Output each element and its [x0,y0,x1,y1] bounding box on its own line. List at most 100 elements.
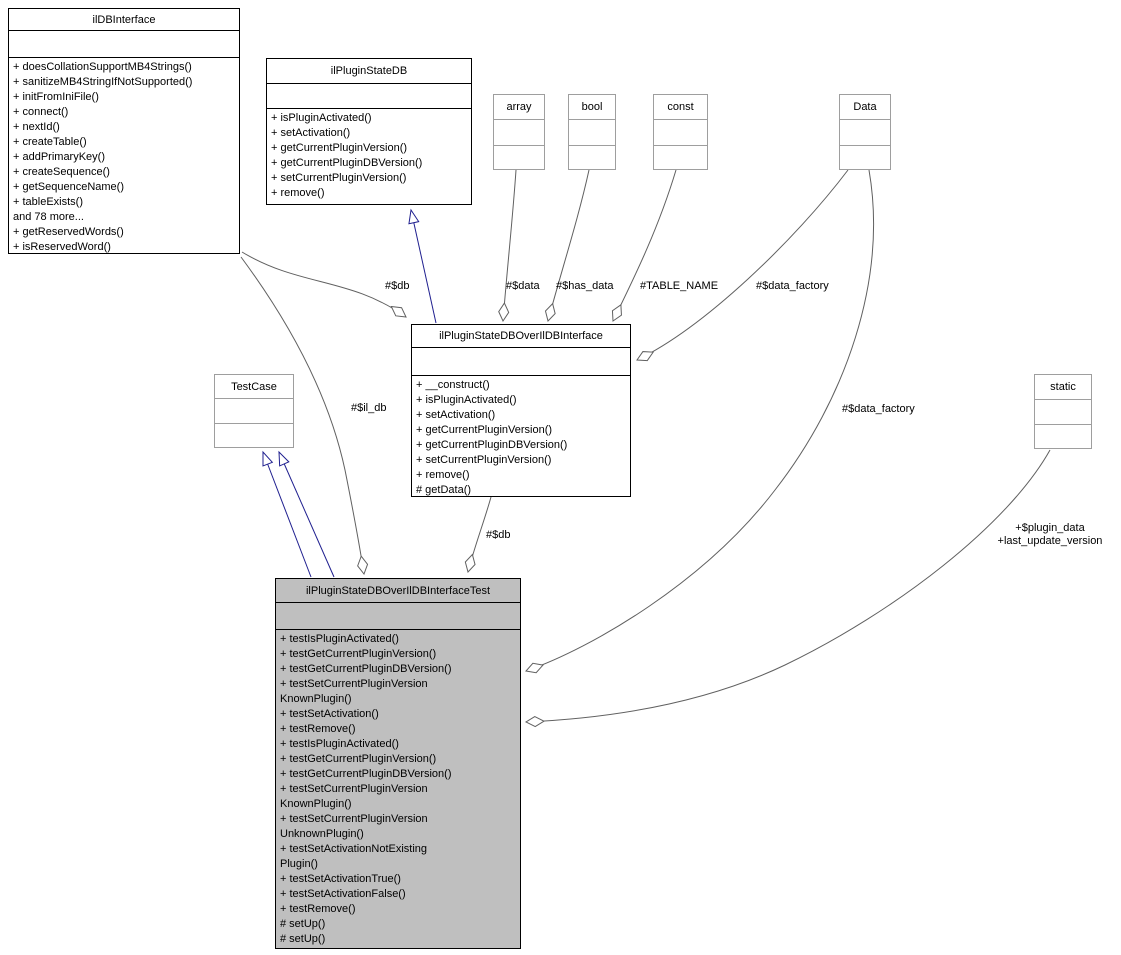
edge-label-table-name: #TABLE_NAME [640,280,719,292]
edge-const-to-interface-tablename [611,169,677,322]
method-line: + testSetActivationTrue() [280,873,401,885]
class-ilpluginstatedb-title: ilPluginStateDB [267,59,471,84]
method-line: + createTable() [13,136,87,148]
edge-label-plugin-data: +$plugin_data +last_update_version [985,522,1115,548]
class-const-attrs [654,120,707,146]
edge-label-db-bottom: #$db [486,529,511,541]
method-line: + testGetCurrentPluginDBVersion() [280,768,452,780]
method-line: + connect() [13,106,69,118]
class-array-attrs [494,120,544,146]
class-bool-methods [569,146,615,171]
edge-data-to-test-datafactory [525,169,875,674]
class-test-title: ilPluginStateDBOverIlDBInterfaceTest [276,579,520,603]
method-line: + setActivation() [271,127,351,139]
class-interface-methods: + __construct()+ isPluginActivated()+ se… [412,376,630,498]
method-line: + remove() [416,469,470,481]
method-line: + getCurrentPluginDBVersion() [271,157,423,169]
method-line: + getSequenceName() [13,181,124,193]
method-line: + remove() [271,187,325,199]
method-line: # setUp() [280,918,326,930]
edge-array-to-interface-data [498,169,517,323]
edge-label-data-factory-top: #$data_factory [756,280,829,292]
class-ilpluginstatedb-methods: + isPluginActivated() + setActivation() + … [267,109,471,201]
method-line: + testGetCurrentPluginVersion() [280,753,437,765]
method-line: + testSetCurrentPluginVersion [280,678,428,690]
method-line: # getData() [416,484,472,496]
class-test-methods: + testIsPluginActivated() + testGetCurren… [276,630,520,947]
method-line: + isReservedWord() [13,241,111,253]
class-data-attrs [840,120,890,146]
class-static-attrs [1035,400,1091,425]
method-line: + testIsPluginActivated() [280,738,399,750]
method-line: # setUp() [280,933,326,945]
edge-ildbinterface-to-interface-db [241,251,407,318]
edge-data-to-interface-datafactory [636,169,849,362]
method-line: + getCurrentPluginDBVersion() [416,439,568,451]
class-interface[interactable]: ilPluginStateDBOverIlDBInterface + __con… [411,324,631,497]
class-interface-title: ilPluginStateDBOverIlDBInterface [412,325,630,348]
method-line: + testRemove() [280,723,356,735]
edge-ildbinterface-to-test-ildb [240,256,369,576]
method-line: + testIsPluginActivated() [280,633,399,645]
class-static-title: static [1035,375,1091,400]
class-test[interactable]: ilPluginStateDBOverIlDBInterfaceTest + t… [275,578,521,949]
class-testcase-methods [215,424,293,449]
class-const-methods [654,146,707,171]
class-const[interactable]: const [653,94,708,170]
method-line: + nextId() [13,121,60,133]
class-array-title: array [494,95,544,120]
method-line: + setCurrentPluginVersion() [416,454,552,466]
class-bool-title: bool [569,95,615,120]
class-ilpluginstatedb-attrs [267,84,471,109]
class-testcase-attrs [215,399,293,424]
edge-test-inherits-testcase-2 [278,450,335,578]
method-line: + addPrimaryKey() [13,151,106,163]
method-line: + isPluginActivated() [416,394,517,406]
class-testcase[interactable]: TestCase [214,374,294,448]
method-line: + doesCollationSupportMB4Strings() [13,61,192,73]
method-line: + testRemove() [280,903,356,915]
method-line: + testGetCurrentPluginDBVersion() [280,663,452,675]
edge-test-inherits-testcase-1 [262,450,312,578]
class-testcase-title: TestCase [215,375,293,399]
class-ildbinterface-attrs [9,31,239,58]
class-static-methods [1035,425,1091,450]
class-interface-attrs [412,348,630,376]
edge-label-data: #$data [506,280,540,292]
method-line: + getCurrentPluginVersion() [271,142,408,154]
edge-label-il-db: #$il_db [351,402,387,414]
method-line: Plugin() [280,858,318,870]
edge-interface-inherits-ilpluginstatedb [408,208,437,324]
method-line: + testGetCurrentPluginVersion() [280,648,437,660]
edge-label-data-factory-mid: #$data_factory [842,403,915,415]
method-line: + isPluginActivated() [271,112,372,124]
class-ildbinterface-title: ilDBInterface [9,9,239,31]
class-data[interactable]: Data [839,94,891,170]
class-bool[interactable]: bool [568,94,616,170]
class-array[interactable]: array [493,94,545,170]
class-ilpluginstatedb[interactable]: ilPluginStateDB + isPluginActivated() + s… [266,58,472,205]
method-line: + tableExists() [13,196,83,208]
method-line: + testSetActivationFalse() [280,888,406,900]
method-line: + setCurrentPluginVersion() [271,172,407,184]
class-ildbinterface-methods: + doesCollationSupportMB4Strings() + sani… [9,58,239,255]
edge-bool-to-interface-hasdata [544,169,590,322]
edge-label-db-top: #$db [385,280,410,292]
class-static[interactable]: static [1034,374,1092,449]
method-line: + testSetActivation() [280,708,379,720]
method-line: and 78 more... [13,211,84,223]
method-line: + sanitizeMB4StringIfNotSupported() [13,76,193,88]
method-line: UnknownPlugin() [280,828,364,840]
method-line: + testSetCurrentPluginVersion [280,813,428,825]
method-line: + setActivation() [416,409,496,421]
method-line: + initFromIniFile() [13,91,99,103]
method-line: KnownPlugin() [280,798,352,810]
method-line: + testSetCurrentPluginVersion [280,783,428,795]
class-bool-attrs [569,120,615,146]
edge-static-to-test-plugindata [524,449,1051,728]
method-line: + getReservedWords() [13,226,124,238]
class-data-methods [840,146,890,171]
class-ildbinterface[interactable]: ilDBInterface + doesCollationSupportMB4S… [8,8,240,254]
